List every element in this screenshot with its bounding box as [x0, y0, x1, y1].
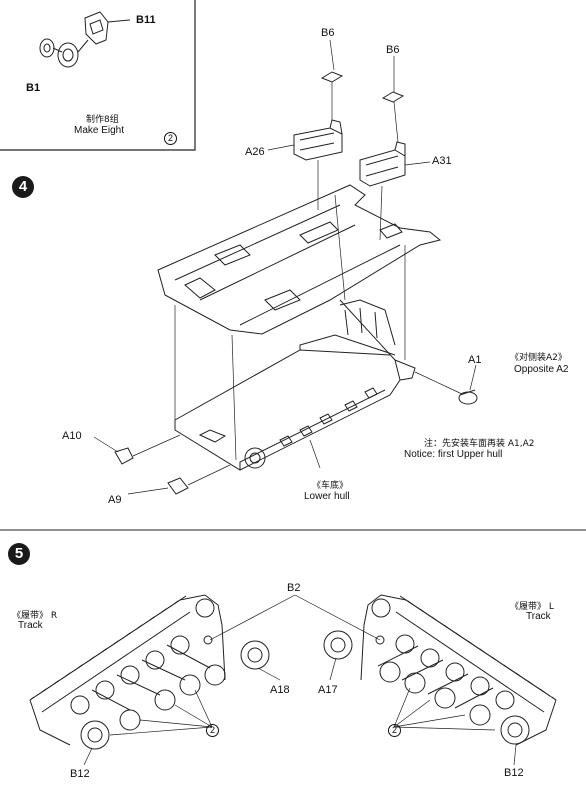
part-label-b6-left: B6	[321, 27, 335, 39]
notice-en: Notice: first Upper hull	[404, 449, 503, 460]
track-l-label-cn: 《履带》 L	[510, 602, 554, 612]
part-label-a18: A18	[270, 684, 290, 696]
part-label-a10: A10	[62, 430, 82, 442]
lower-hull-label-cn: 《车底》	[312, 481, 349, 491]
assembly-guide-lines	[93, 39, 477, 495]
track-r-label-en: Track	[18, 620, 43, 631]
part-b6-left-drawing	[320, 71, 344, 83]
lower-hull-label-en: Lower hull	[304, 491, 350, 502]
part-label-b11: B11	[136, 14, 156, 26]
track-l-label-en: Track	[526, 611, 551, 622]
part-a26-drawing	[293, 119, 343, 161]
part-label-b2: B2	[287, 582, 301, 594]
part-label-b12-left: B12	[70, 768, 90, 780]
lower-hull-drawing	[174, 299, 416, 471]
count-marker: 2	[164, 132, 177, 145]
part-label-b12-right: B12	[504, 767, 524, 779]
opposite-note-cn: 《对侧装A2》	[510, 353, 567, 363]
part-label-b6-right: B6	[386, 44, 400, 56]
part-a1-drawing	[458, 389, 478, 405]
subassembly-frame	[0, 0, 196, 151]
count-marker-left: 2	[206, 724, 219, 737]
part-label-a1: A1	[468, 354, 482, 366]
part-label-a31: A31	[432, 155, 452, 167]
part-a9-drawing	[167, 477, 189, 495]
part-label-a9: A9	[108, 494, 122, 506]
part-label-b1: B1	[26, 82, 41, 94]
track-r-label-cn: 《履带》 R	[12, 611, 58, 621]
wheel-subassembly-drawing	[39, 11, 131, 68]
subassembly-note-cn: 制作8组	[86, 115, 119, 125]
notice-cn: 注：先安装车面再装 A1,A2	[424, 439, 535, 449]
step-number-5: 5	[8, 543, 30, 565]
part-b6-right-drawing	[381, 91, 405, 103]
part-a10-drawing	[114, 447, 134, 465]
count-marker-right: 2	[388, 724, 401, 737]
track-left-drawing	[323, 594, 557, 746]
track-right-drawing	[29, 594, 270, 750]
opposite-note-en: Opposite A2	[514, 364, 569, 375]
part-a31-drawing	[359, 141, 406, 187]
part-label-a17: A17	[318, 684, 338, 696]
step5-guide-lines	[83, 594, 517, 766]
subassembly-note-en: Make Eight	[74, 125, 125, 136]
upper-hull-drawing	[157, 184, 442, 335]
part-label-a26: A26	[245, 146, 265, 158]
step-number-4: 4	[12, 176, 34, 198]
